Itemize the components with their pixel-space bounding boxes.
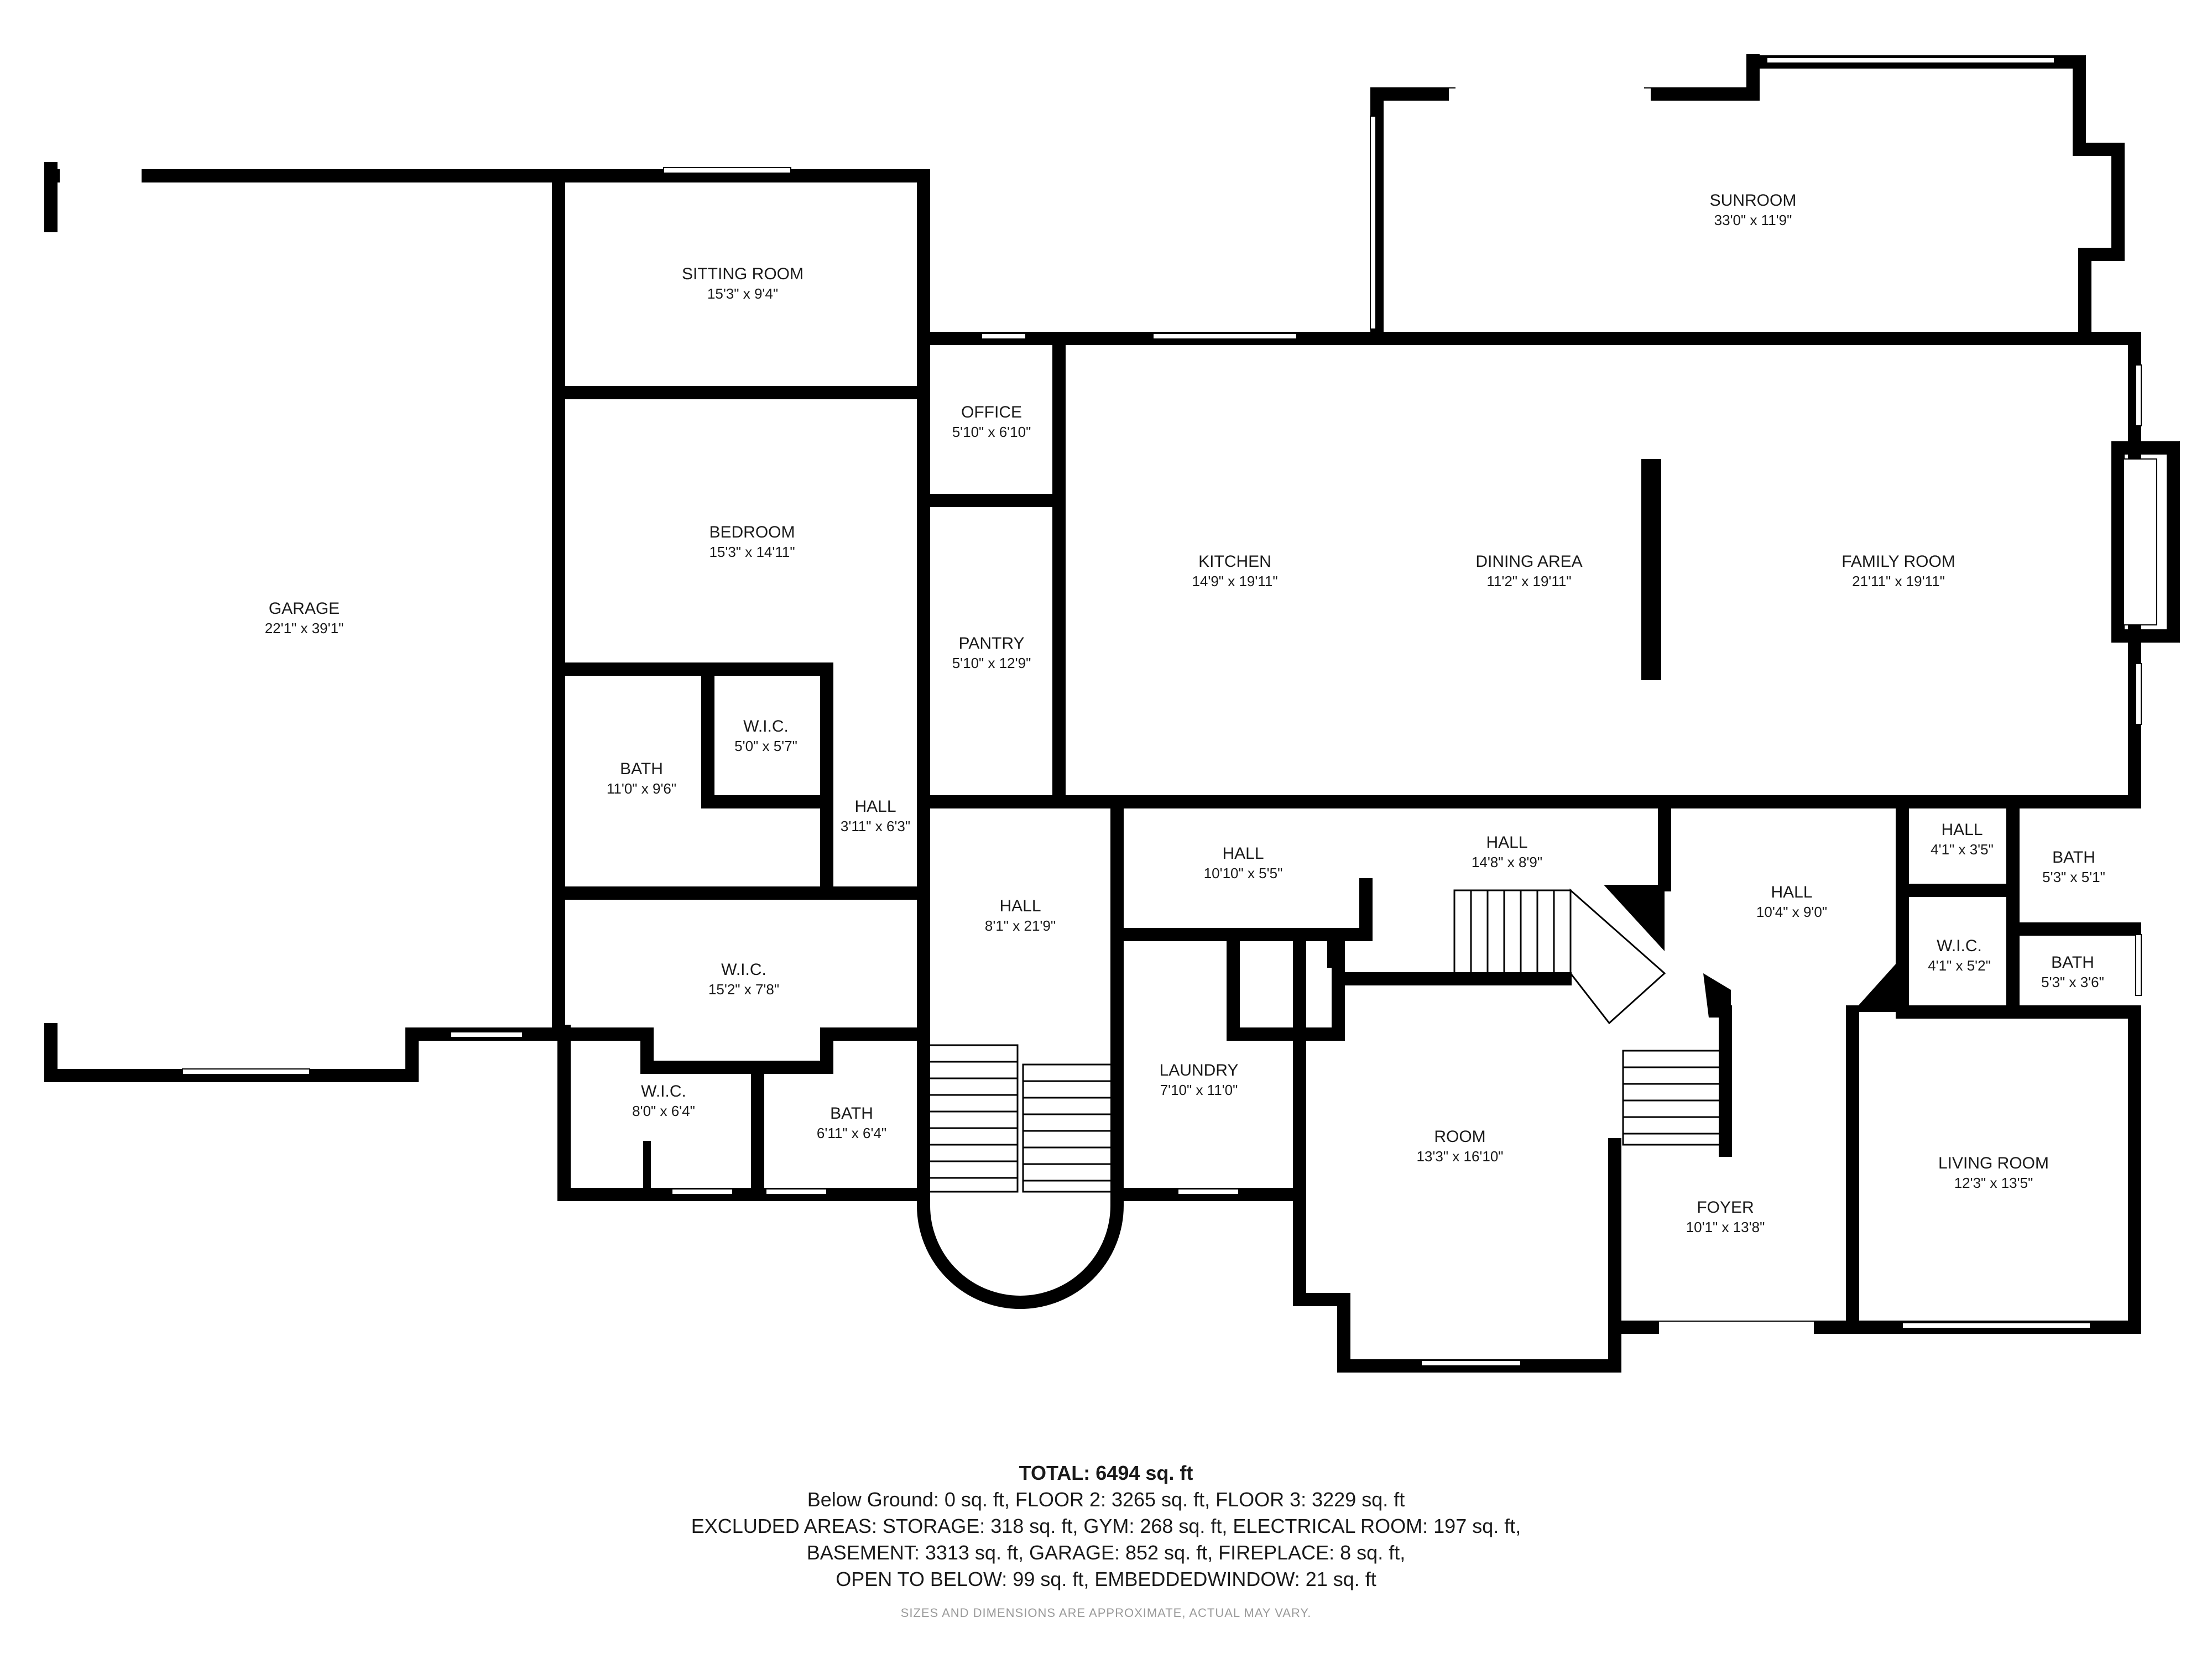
hall-right-dimensions: 10'4" x 9'0" <box>1756 904 1827 920</box>
bath-bottom-dimensions: 6'11" x 6'4" <box>817 1125 886 1141</box>
walls <box>44 54 2141 1373</box>
wic-small-label: W.I.C. <box>743 717 789 735</box>
room-label: ROOM <box>1434 1128 1485 1146</box>
hall-right-label: HALL <box>1771 883 1812 901</box>
room-labels: GARAGE 22'1" x 39'1" SITTING ROOM 15'3" … <box>265 191 2105 1235</box>
room-dimensions: 13'3" x 16'10" <box>1416 1148 1503 1165</box>
dining-area-label: DINING AREA <box>1475 552 1582 571</box>
wic-bottom-label: W.I.C. <box>641 1082 686 1100</box>
excluded-areas-line-3: OPEN TO BELOW: 99 sq. ft, EMBEDDEDWINDOW… <box>836 1568 1376 1590</box>
foyer-dimensions: 10'1" x 13'8" <box>1686 1219 1765 1235</box>
wic-small-dimensions: 5'0" x 5'7" <box>734 738 797 754</box>
disclaimer: SIZES AND DIMENSIONS ARE APPROXIMATE, AC… <box>900 1606 1312 1620</box>
excluded-areas-line-2: BASEMENT: 3313 sq. ft, GARAGE: 852 sq. f… <box>806 1541 1406 1564</box>
area-summary: TOTAL: 6494 sq. ft Below Ground: 0 sq. f… <box>0 1460 2212 1620</box>
hall-tiny-dimensions: 4'1" x 3'5" <box>1931 841 1994 858</box>
sunroom-dimensions: 33'0" x 11'9" <box>1714 212 1792 228</box>
sitting-room-dimensions: 15'3" x 9'4" <box>707 285 778 302</box>
excluded-areas-line-1: EXCLUDED AREAS: STORAGE: 318 sq. ft, GYM… <box>691 1515 1521 1537</box>
floor-areas: Below Ground: 0 sq. ft, FLOOR 2: 3265 sq… <box>807 1488 1405 1511</box>
laundry-label: LAUNDRY <box>1160 1061 1239 1079</box>
bath-right-top-dimensions: 5'3" x 5'1" <box>2042 869 2105 885</box>
living-room-dimensions: 12'3" x 13'5" <box>1954 1175 2033 1191</box>
office-label: OFFICE <box>961 403 1022 421</box>
wic-bottom-dimensions: 8'0" x 6'4" <box>632 1103 695 1119</box>
office-dimensions: 5'10" x 6'10" <box>952 424 1031 440</box>
hall-center-label: HALL <box>999 897 1041 915</box>
pantry-dimensions: 5'10" x 12'9" <box>952 655 1031 671</box>
kitchen-label: KITCHEN <box>1198 552 1271 571</box>
laundry-dimensions: 7'10" x 11'0" <box>1160 1082 1238 1098</box>
bedroom-label: BEDROOM <box>709 523 795 541</box>
hall-center-dimensions: 8'1" x 21'9" <box>985 917 1056 934</box>
wic-right-label: W.I.C. <box>1937 937 1982 955</box>
total-area: TOTAL: 6494 sq. ft <box>1019 1462 1193 1484</box>
dining-area-dimensions: 11'2" x 19'11" <box>1486 573 1571 589</box>
living-room-label: LIVING ROOM <box>1938 1154 2049 1172</box>
bath-main-label: BATH <box>620 760 663 778</box>
hall-mid-label: HALL <box>1222 844 1264 863</box>
windows <box>44 57 2180 1366</box>
bath-right-top-label: BATH <box>2052 848 2095 867</box>
bedroom-dimensions: 15'3" x 14'11" <box>709 544 795 560</box>
pantry-label: PANTRY <box>959 634 1025 653</box>
hall-small-dimensions: 3'11" x 6'3" <box>841 818 910 834</box>
family-room-label: FAMILY ROOM <box>1841 552 1955 571</box>
bath-bottom-label: BATH <box>830 1104 873 1123</box>
hall-wide-label: HALL <box>1486 833 1527 852</box>
bath-right-bottom-label: BATH <box>2051 953 2094 972</box>
sunroom-label: SUNROOM <box>1710 191 1797 210</box>
stairs <box>928 885 1902 1193</box>
garage-dimensions: 22'1" x 39'1" <box>265 620 344 637</box>
hall-small-label: HALL <box>854 797 896 816</box>
kitchen-dimensions: 14'9" x 19'11" <box>1192 573 1277 589</box>
wic-large-dimensions: 15'2" x 7'8" <box>708 981 779 998</box>
garage-label: GARAGE <box>269 599 340 618</box>
wic-large-label: W.I.C. <box>721 961 766 979</box>
hall-tiny-label: HALL <box>1941 821 1983 839</box>
family-room-dimensions: 21'11" x 19'11" <box>1852 573 1945 589</box>
foyer-label: FOYER <box>1697 1198 1754 1217</box>
hall-wide-dimensions: 14'8" x 8'9" <box>1472 854 1542 870</box>
bath-main-dimensions: 11'0" x 9'6" <box>607 780 676 797</box>
wic-right-dimensions: 4'1" x 5'2" <box>1928 957 1991 974</box>
bath-right-bottom-dimensions: 5'3" x 3'6" <box>2041 974 2104 990</box>
hall-mid-dimensions: 10'10" x 5'5" <box>1204 865 1283 881</box>
sitting-room-label: SITTING ROOM <box>682 265 804 283</box>
